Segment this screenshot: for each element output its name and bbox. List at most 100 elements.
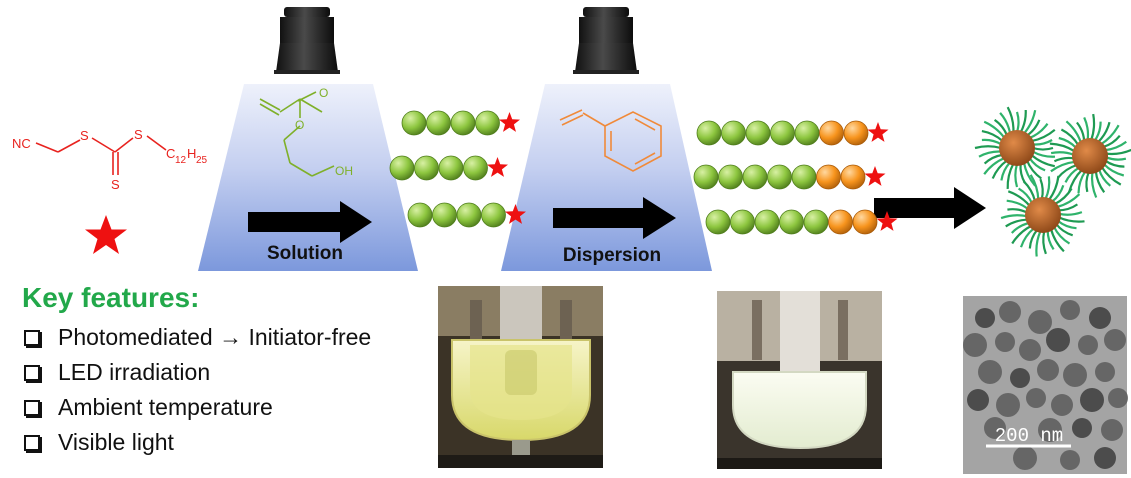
corona-strand [981,138,1002,146]
corona-strand [1058,216,1085,223]
green-bead [696,120,722,146]
tem-particles [963,300,1128,470]
dispersion-vial-photo [717,291,882,469]
green-bead [754,209,780,235]
corona-strand [1104,159,1125,168]
corona-strand [1023,109,1037,135]
solution-vial-photo [438,286,603,468]
polymer-chain [407,202,526,228]
corona-strand [1015,111,1020,133]
polymer-chain [389,155,508,181]
checkbox-icon [24,399,40,416]
cta-chain-h: H [187,146,196,161]
checkbox-icon [24,364,40,381]
corona-strand [1006,163,1015,189]
tem-particle [1094,447,1116,469]
corona-strand [1000,214,1028,220]
orange-bead [843,120,869,146]
green-bead [414,155,439,181]
cta-chain-sub-b: 25 [196,155,208,166]
green-bead [779,209,804,235]
tem-particle [1080,388,1104,412]
corona-strand [1044,176,1051,200]
green-bead [432,202,457,228]
tem-particle [1013,446,1037,470]
green-bead [693,164,719,190]
green-bead [794,120,820,146]
key-features-title: Key features: [22,282,200,313]
corona-strand [1090,171,1098,198]
corona-strand [1011,224,1032,245]
green-bead [791,164,817,190]
tem-particle [1046,328,1070,352]
feature-item-label: LED irradiation [58,359,211,385]
corona-strand [1007,190,1031,207]
tem-particle [995,332,1015,352]
green-bead [475,110,500,136]
monomer-a-ester-o: O [295,118,304,132]
tem-micrograph: 200 nm [963,296,1128,474]
feature-item: LED irradiation [24,359,210,386]
micelle [1049,113,1131,198]
orange-bead [819,120,844,146]
end-group-star-icon [505,204,526,224]
tem-particle [1028,310,1052,334]
corona-strand [1077,170,1087,194]
cta-chain-c: C [166,146,175,161]
tem-particle [1026,388,1046,408]
step-label-dispersion: Dispersion [563,245,661,266]
corona-strand [1053,156,1075,163]
tem-particle [967,389,989,411]
corona-strand [1022,162,1037,187]
tem-particle [984,417,1006,439]
cta-s-label: S [134,127,143,142]
corona-strand [1083,116,1090,141]
tem-particle [1060,300,1080,320]
tem-particle [1019,339,1041,361]
corona-strand [1039,178,1044,200]
corona-strand [1093,121,1102,142]
monomer-a-labels: O O OH [295,86,353,178]
end-group-star-icon [867,122,889,142]
cta-s-label: S [111,177,120,192]
micelle [1000,174,1085,257]
polymer-chain [401,110,520,136]
checkbox-icon [24,329,40,346]
tem-particle [1101,419,1123,441]
cta-chain-sub-a: 12 [175,155,187,166]
tem-particle [1010,368,1030,388]
feature-item: Visible light [24,429,174,456]
cta-s-label: S [80,128,89,143]
green-bead [721,120,746,146]
polymer-chain [696,120,889,146]
corona-strand [1065,120,1083,144]
led-lamp-icon [274,7,340,74]
tem-scale-label: 200 nm [995,425,1063,447]
end-group-star-icon [487,157,508,177]
orange-bead [828,209,853,235]
corona-strand [1029,174,1040,200]
green-bead [742,164,768,190]
polymer-chains [389,110,898,235]
green-bead [438,155,464,181]
green-bead [450,110,476,136]
tem-particle [1108,388,1128,408]
corona-strand [1100,124,1120,146]
orange-bead [852,209,878,235]
step-arrow [248,201,372,243]
corona-strand [1048,175,1060,201]
tem-particle [996,393,1020,417]
monomer-a-carbonyl-o: O [319,86,328,100]
micelle [974,106,1056,189]
micelle-core [1072,138,1108,174]
corona-strand [1035,230,1042,257]
tem-particle [975,308,995,328]
corona-strand [1090,113,1096,141]
cta-star-icon [85,215,127,254]
tem-particle [1063,363,1087,387]
corona-strand [1042,230,1047,255]
corona-strand [1056,193,1081,209]
corona-strand [1105,148,1131,156]
corona-strand [1030,154,1056,168]
